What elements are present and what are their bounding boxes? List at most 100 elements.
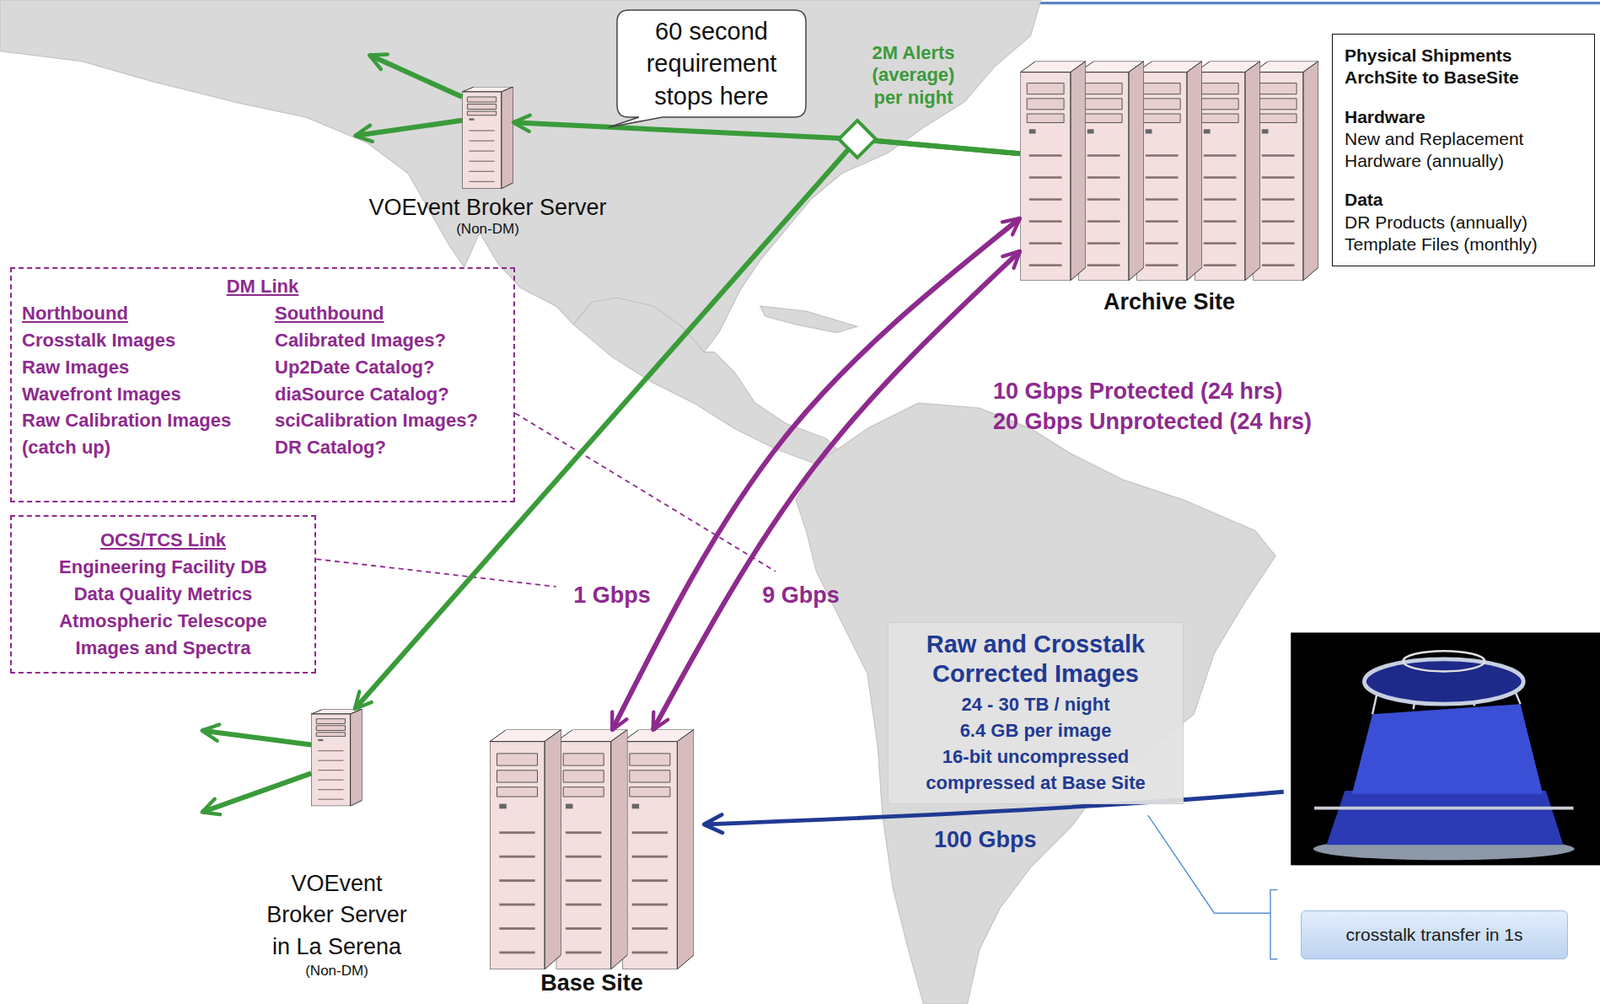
text-column: 60 second requirement stops here (630, 15, 793, 113)
base-servers (489, 729, 694, 969)
caption-block: VOEvent Broker Server(Non-DM) (348, 193, 628, 239)
link-item: DM Link (21, 273, 504, 301)
text-row: Raw and Crosstalk Corrected Images24 - 3… (896, 629, 1175, 797)
link-item: Raw Images (21, 354, 275, 382)
server-label: (Non-DM) (261, 962, 414, 980)
leader-line (515, 413, 776, 572)
broker-server: VOEvent Broker Server(Non-DM) (461, 86, 514, 189)
stream-text: 16-bit uncompressed (896, 743, 1175, 770)
telescope-ring (1363, 659, 1524, 704)
note-text: Template Files (monthly) (1344, 233, 1552, 256)
callout-shape (608, 10, 806, 128)
telescope-secondary (1402, 650, 1485, 672)
ocs-link-box: OCS/TCS LinkEngineering Facility DBData … (10, 515, 317, 674)
site-label: Archive Site (1042, 289, 1296, 316)
text-row: OCS/TCS LinkEngineering Facility DBData … (21, 526, 305, 661)
server-label: VOEvent Broker Server (348, 193, 628, 221)
server-label: (Non-DM) (348, 220, 628, 238)
server-label: VOEvent Broker Server in La Serena (261, 868, 414, 963)
link-item: Calibrated Images? (274, 327, 503, 355)
south-america (795, 402, 1276, 1004)
text-column: Raw and Crosstalk Corrected Images24 - 3… (896, 629, 1175, 797)
note-text: Physical Shipments ArchSite to BaseSite (1344, 44, 1552, 90)
image-stream-box: Raw and Crosstalk Corrected Images24 - 3… (887, 622, 1184, 805)
text-row: 60 second requirement stops here (630, 15, 793, 113)
note-text: Data (1344, 188, 1552, 211)
archive-servers (1020, 61, 1318, 281)
text-column: crosstalk transfer in 1s (1310, 923, 1559, 945)
bandwidth-note: 20 Gbps Unprotected (24 hrs) (993, 408, 1312, 435)
edge-label: 9 Gbps (758, 581, 843, 609)
link-item: Northbound (21, 300, 275, 328)
caribbean-island (760, 306, 858, 333)
text-column: DM Link (21, 273, 504, 301)
server-tower (1194, 61, 1260, 281)
telescope-platform (1314, 806, 1574, 811)
picture-ground (1290, 632, 1600, 865)
edge-label: 2M Alerts (average) per night (860, 42, 967, 109)
broker-server-tower (311, 708, 363, 806)
broker-server-tower (461, 86, 514, 189)
stream-text: compressed at Base Site (896, 769, 1175, 796)
server-tower (556, 729, 629, 969)
note-text: Hardware (1344, 106, 1552, 129)
text-column: OCS/TCS LinkEngineering Facility DBData … (21, 526, 305, 661)
archive-site: Archive Site (1020, 61, 1319, 281)
broker-fanout-arrows (202, 54, 463, 812)
fanout-arrow (354, 120, 462, 136)
leader-line (316, 558, 556, 587)
caption-block: Base Site (499, 971, 685, 997)
caption-block: Archive Site (1042, 289, 1296, 316)
link-item: Raw Calibration Images (21, 407, 275, 435)
text-row: NorthboundCrosstalk ImagesRaw ImagesWave… (21, 300, 504, 462)
note-text: crosstalk transfer in 1s (1310, 923, 1559, 945)
server-tower (1078, 61, 1144, 281)
callout-text: 60 second requirement stops here (630, 15, 793, 113)
server-tower (1136, 61, 1202, 281)
telescope-mount (1326, 790, 1564, 845)
telescope-picture (1290, 632, 1600, 865)
note-text: DR Products (annually) (1344, 211, 1552, 234)
server-tower (1252, 61, 1318, 281)
text-row: DM Link (21, 273, 504, 301)
text-column: SouthboundCalibrated Images?Up2Date Cata… (274, 300, 503, 462)
link-item: (catch up) (21, 434, 275, 462)
link-item: diaSource Catalog? (274, 381, 503, 409)
link-item: Crosstalk Images (21, 327, 275, 355)
stream-text: 6.4 GB per image (896, 717, 1175, 744)
telescope-body (1352, 703, 1543, 795)
link-item: DR Catalog? (274, 434, 503, 462)
dm-link-box: DM LinkNorthboundCrosstalk ImagesRaw Ima… (10, 267, 516, 503)
callout-bubble: 60 second requirement stops here (617, 10, 806, 118)
broker-server: VOEvent Broker Server in La Serena(Non-D… (311, 708, 363, 806)
link-item: OCS/TCS Link (21, 526, 305, 554)
bracket (1270, 889, 1278, 959)
text-row: Physical Shipments ArchSite to BaseSiteH… (1344, 44, 1552, 256)
text-row: crosstalk transfer in 1s (1310, 923, 1559, 945)
fanout-arrow (202, 730, 312, 746)
fanout-arrow (202, 773, 312, 812)
server-tower (489, 729, 562, 969)
server-tower (1020, 61, 1085, 281)
base-site: Base Site (489, 730, 694, 970)
link-item: Atmospheric Telescope Images and Spectra (37, 607, 290, 662)
note-text: New and Replacement Hardware (annually) (1344, 128, 1552, 173)
site-label: Base Site (499, 971, 685, 997)
link-item: sciCalibration Images? (274, 407, 503, 435)
shipment-note-box: Physical Shipments ArchSite to BaseSiteH… (1331, 33, 1595, 267)
link-item: Southbound (274, 300, 503, 328)
stream-text: 24 - 30 TB / night (896, 691, 1175, 718)
server-tower (622, 729, 694, 969)
north-america (0, 0, 1042, 353)
map (0, 0, 1276, 1004)
stream-text: Raw and Crosstalk Corrected Images (896, 629, 1175, 690)
text-column: NorthboundCrosstalk ImagesRaw ImagesWave… (21, 300, 275, 462)
bandwidth-label: 100 Gbps (934, 826, 1037, 854)
fanout-arrow (369, 54, 462, 97)
edge-label: 1 Gbps (569, 581, 655, 609)
link-item: Wavefront Images (21, 381, 275, 409)
central-america (573, 297, 847, 464)
leader-line (1148, 815, 1271, 913)
split-junction (838, 120, 876, 158)
